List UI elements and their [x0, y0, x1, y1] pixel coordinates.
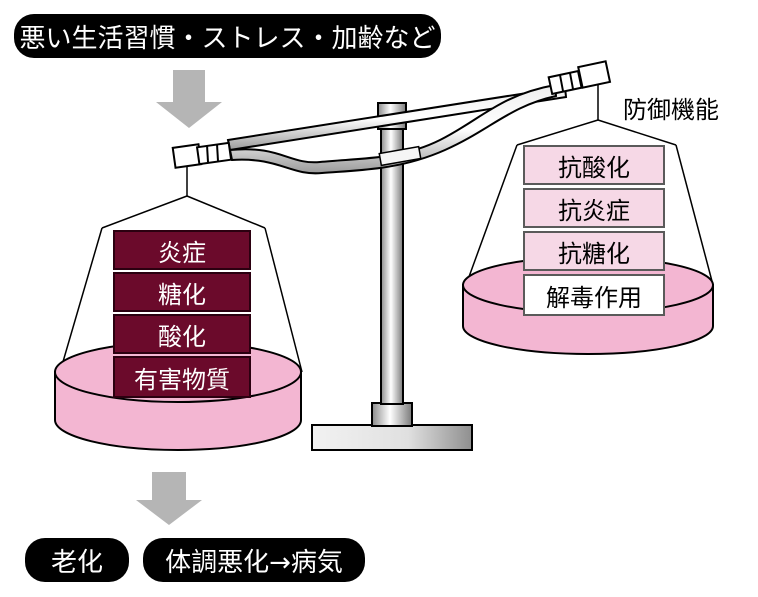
left-item-harmful-substances: 有害物質: [113, 356, 251, 398]
scale-base: [311, 424, 473, 451]
down-arrow-icon: [156, 70, 222, 128]
disease-label: 体調悪化→病気: [143, 538, 365, 582]
down-arrow-icon: [136, 472, 202, 525]
right-item-anti-glycation: 抗糖化: [523, 231, 665, 271]
left-item-inflammation: 炎症: [113, 230, 251, 270]
right-item-antioxidation: 抗酸化: [523, 145, 665, 185]
aging-label: 老化: [25, 538, 129, 582]
right-item-detoxification: 解毒作用: [523, 274, 665, 316]
left-item-oxidation: 酸化: [113, 314, 251, 354]
defense-function-label: 防御機能: [623, 96, 719, 124]
scale-foot: [371, 402, 413, 427]
left-item-glycation: 糖化: [113, 272, 251, 312]
top-banner: 悪い生活習慣・ストレス・加齢など: [14, 14, 441, 58]
right-item-anti-inflammation: 抗炎症: [523, 188, 665, 228]
